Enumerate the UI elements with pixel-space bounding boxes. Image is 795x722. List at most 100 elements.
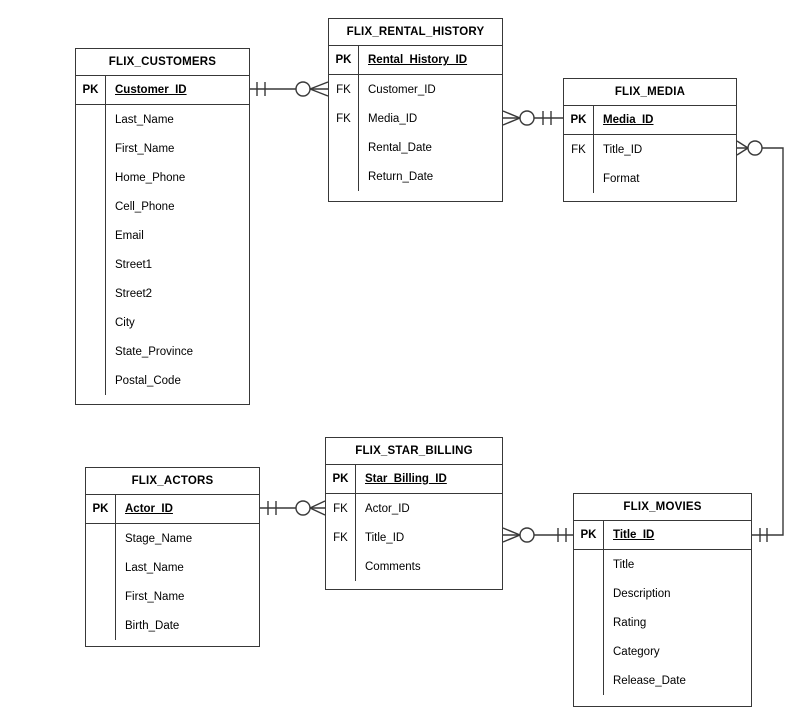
table-flix-customers[interactable]: FLIX_CUSTOMERS PK Customer_ID Last_Name …: [75, 48, 250, 405]
key-badge: [76, 250, 105, 279]
column-name: Email: [115, 229, 144, 242]
column-name: Format: [603, 172, 640, 185]
table-title: FLIX_MOVIES: [574, 494, 751, 521]
column-name: Return_Date: [368, 170, 434, 183]
table-row: Category: [574, 637, 751, 666]
table-row-pk: PK Title_ID: [574, 521, 751, 550]
table-body: PK Rental_History_ID FK Customer_ID FK M…: [329, 46, 502, 191]
column-name: Last_Name: [115, 113, 174, 126]
column-name: City: [115, 316, 135, 329]
key-badge: [76, 192, 105, 221]
table-row: Title: [574, 550, 751, 579]
column-name: Actor_ID: [125, 503, 173, 515]
table-flix-movies[interactable]: FLIX_MOVIES PK Title_ID Title Descriptio…: [573, 493, 752, 707]
key-badge: [76, 134, 105, 163]
column-name: Last_Name: [125, 561, 184, 574]
key-badge: [574, 608, 603, 637]
column-name: Rental_Date: [368, 141, 432, 154]
column-name: Birth_Date: [125, 619, 180, 632]
key-badge: [86, 611, 115, 640]
table-flix-rental-history[interactable]: FLIX_RENTAL_HISTORY PK Rental_History_ID…: [328, 18, 503, 202]
key-badge: [76, 105, 105, 134]
column-name: Actor_ID: [365, 502, 410, 515]
column-name: Title: [613, 558, 635, 571]
table-row: Return_Date: [329, 162, 502, 191]
relationship-movies-media[interactable]: [736, 140, 784, 542]
cardinality-one-and-only-one-icon: [256, 82, 266, 96]
table-row: Street1: [76, 250, 249, 279]
column-name: Street2: [115, 287, 153, 300]
table-row: Birth_Date: [86, 611, 259, 640]
key-badge: [76, 163, 105, 192]
table-row: First_Name: [76, 134, 249, 163]
table-row: FK Customer_ID: [329, 75, 502, 104]
key-badge: [574, 637, 603, 666]
table-row: Street2: [76, 279, 249, 308]
table-row: City: [76, 308, 249, 337]
column-name: Customer_ID: [368, 83, 436, 96]
key-badge: [76, 221, 105, 250]
relationship-actors-star-billing[interactable]: [260, 500, 326, 516]
key-badge: [329, 162, 358, 191]
table-row: Release_Date: [574, 666, 751, 695]
relationship-customers-rental-history[interactable]: [250, 81, 329, 97]
fk-badge: FK: [571, 143, 586, 156]
table-flix-actors[interactable]: FLIX_ACTORS PK Actor_ID Stage_Name Last_…: [85, 467, 260, 647]
fk-badge: FK: [336, 83, 351, 96]
table-flix-media[interactable]: FLIX_MEDIA PK Media_ID FK Title_ID Forma…: [563, 78, 737, 202]
table-title: FLIX_CUSTOMERS: [76, 49, 249, 76]
table-row: Home_Phone: [76, 163, 249, 192]
table-title: FLIX_RENTAL_HISTORY: [329, 19, 502, 46]
pk-badge: PK: [580, 529, 597, 541]
table-row-pk: PK Customer_ID: [76, 76, 249, 105]
table-body: PK Customer_ID Last_Name First_Name Home…: [76, 76, 249, 395]
table-row: State_Province: [76, 337, 249, 366]
table-row: Email: [76, 221, 249, 250]
relationship-media-rental-history[interactable]: [502, 110, 563, 126]
column-name: Street1: [115, 258, 153, 271]
column-name: Description: [613, 587, 671, 600]
pk-badge: PK: [82, 84, 99, 96]
table-row-pk: PK Star_Billing_ID: [326, 465, 502, 494]
pk-badge: PK: [332, 473, 349, 485]
key-badge: [574, 579, 603, 608]
table-row: Description: [574, 579, 751, 608]
table-flix-star-billing[interactable]: FLIX_STAR_BILLING PK Star_Billing_ID FK …: [325, 437, 503, 590]
table-body: PK Star_Billing_ID FK Actor_ID FK Title_…: [326, 465, 502, 581]
cardinality-one-and-only-one-icon: [759, 528, 768, 542]
table-row: Rating: [574, 608, 751, 637]
column-name: Star_Billing_ID: [365, 473, 447, 485]
table-title: FLIX_STAR_BILLING: [326, 438, 502, 465]
table-row: FK Actor_ID: [326, 494, 502, 523]
relationship-movies-star-billing[interactable]: [502, 527, 573, 543]
pk-badge: PK: [570, 114, 587, 126]
column-name: Media_ID: [603, 114, 654, 126]
cardinality-zero-or-many-icon: [295, 81, 329, 97]
table-row-pk: PK Actor_ID: [86, 495, 259, 524]
table-row: FK Title_ID: [564, 135, 736, 164]
table-row: FK Media_ID: [329, 104, 502, 133]
column-name: Media_ID: [368, 112, 418, 125]
table-body: PK Title_ID Title Description Rating Cat…: [574, 521, 751, 695]
column-name: First_Name: [115, 142, 175, 155]
table-row: First_Name: [86, 582, 259, 611]
key-badge: [76, 366, 105, 395]
column-name: Home_Phone: [115, 171, 186, 184]
table-body: PK Media_ID FK Title_ID Format: [564, 106, 736, 193]
pk-badge: PK: [92, 503, 109, 515]
table-row: Last_Name: [76, 105, 249, 134]
key-badge: [76, 337, 105, 366]
cardinality-one-and-only-one-icon: [542, 111, 552, 125]
table-row: Stage_Name: [86, 524, 259, 553]
column-name: Rating: [613, 616, 647, 629]
key-badge: [574, 666, 603, 695]
table-row: Rental_Date: [329, 133, 502, 162]
column-name: Title_ID: [365, 531, 405, 544]
key-badge: [86, 524, 115, 553]
column-name: First_Name: [125, 590, 185, 603]
table-row: Postal_Code: [76, 366, 249, 395]
cardinality-zero-or-many-icon: [736, 140, 763, 156]
column-name: State_Province: [115, 345, 193, 358]
